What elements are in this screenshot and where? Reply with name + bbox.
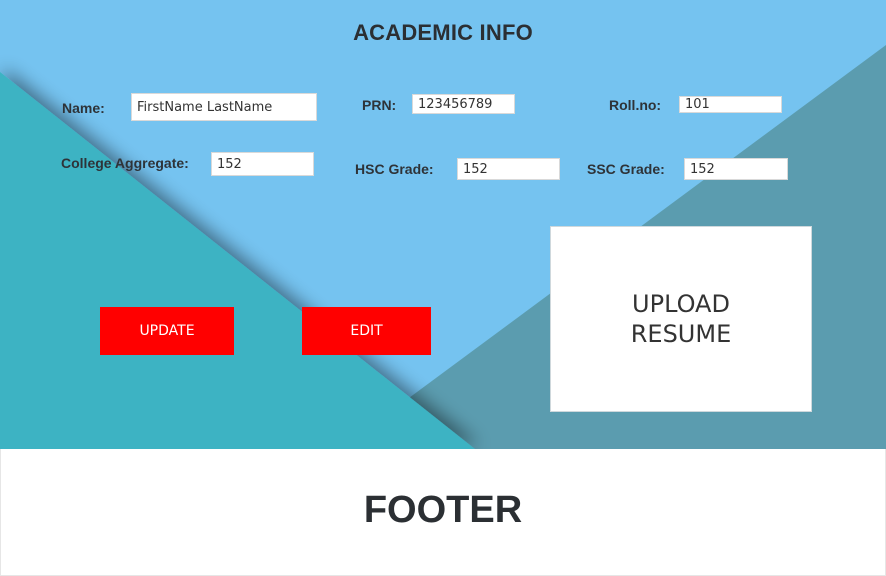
upload-resume-box[interactable]: UPLOAD RESUME xyxy=(550,226,812,412)
upload-resume-label: UPLOAD RESUME xyxy=(630,290,732,348)
footer: FOOTER xyxy=(0,449,886,576)
hero-section: ACADEMIC INFO Name: PRN: Roll.no: Colleg… xyxy=(0,0,886,449)
hsc-grade-input[interactable] xyxy=(457,158,560,180)
update-button[interactable]: UPDATE xyxy=(100,307,234,355)
roll-no-input[interactable] xyxy=(679,96,782,113)
page-title: ACADEMIC INFO xyxy=(353,20,533,45)
edit-button[interactable]: EDIT xyxy=(302,307,431,355)
roll-no-label: Roll.no: xyxy=(609,97,662,113)
prn-label: PRN: xyxy=(362,97,397,113)
hsc-grade-label: HSC Grade: xyxy=(355,161,434,177)
footer-text: FOOTER xyxy=(363,489,523,531)
college-aggregate-label: College Aggregate: xyxy=(61,155,189,171)
prn-input[interactable] xyxy=(412,94,515,114)
ssc-grade-label: SSC Grade: xyxy=(587,161,665,177)
ssc-grade-input[interactable] xyxy=(684,158,788,180)
college-aggregate-input[interactable] xyxy=(211,152,314,176)
name-input[interactable] xyxy=(131,93,317,121)
name-label: Name: xyxy=(62,100,105,116)
